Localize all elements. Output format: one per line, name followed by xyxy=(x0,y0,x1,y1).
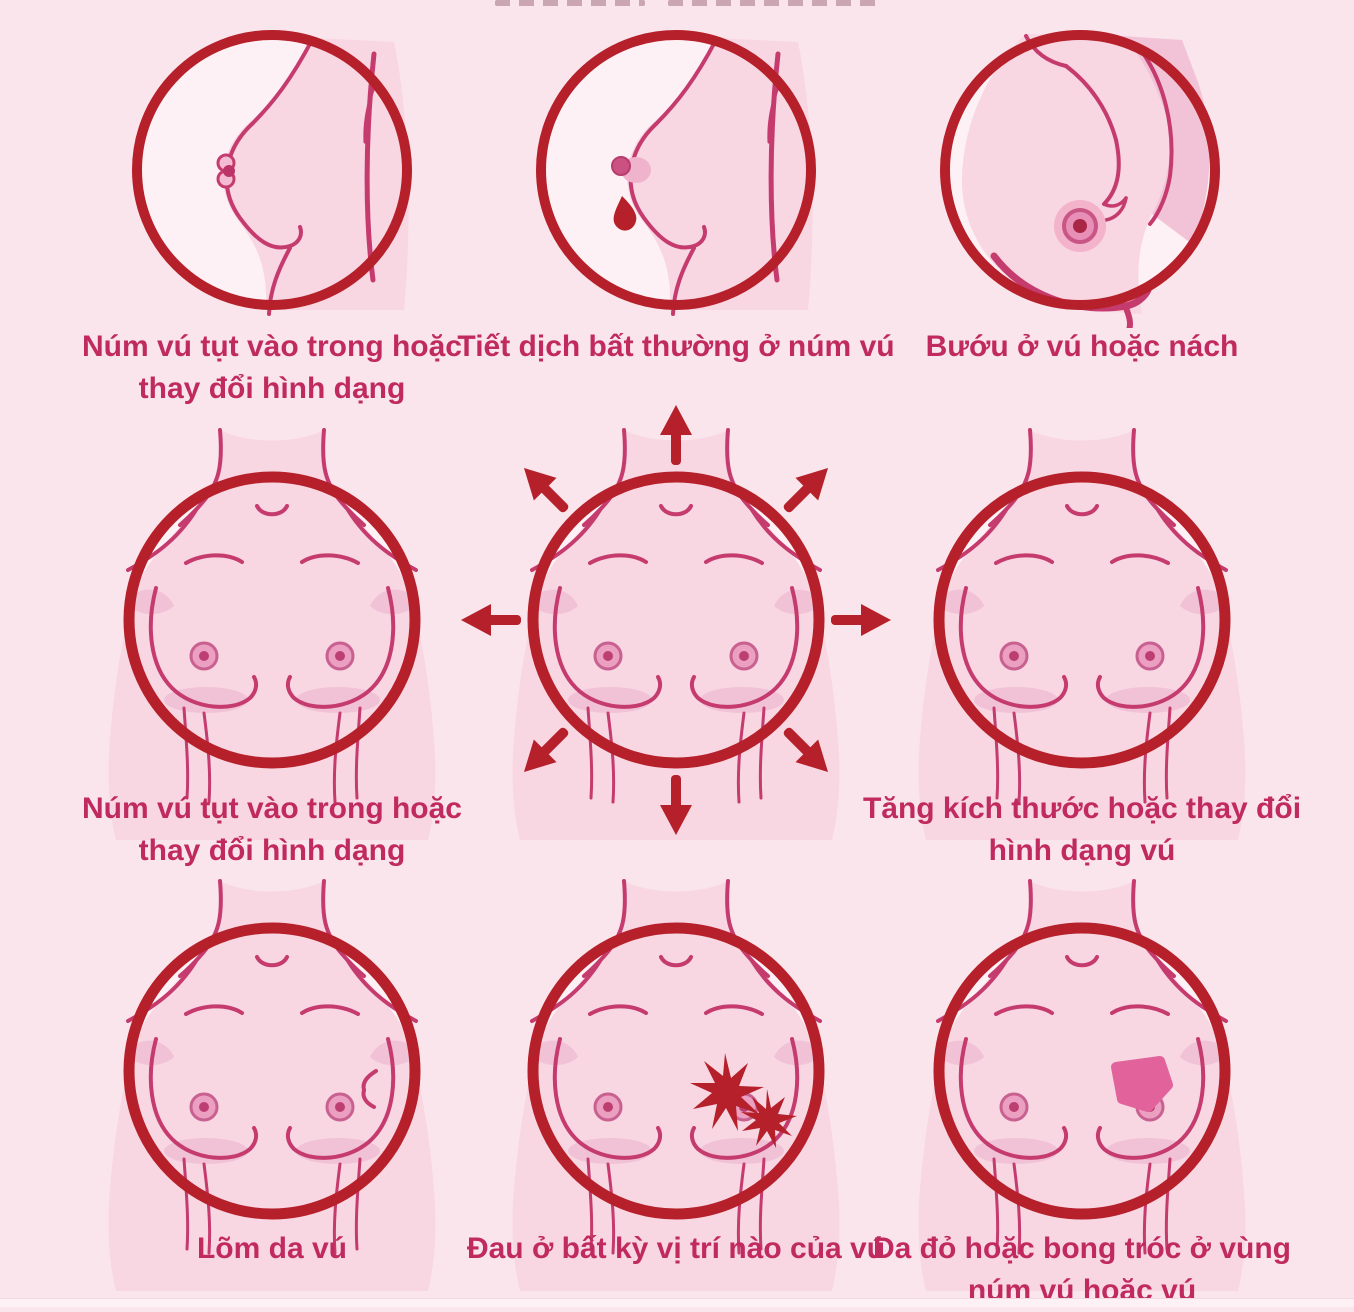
caption-line: hình dạng vú xyxy=(988,834,1176,867)
caption-skin-dimpling: Lõm da vú xyxy=(52,1228,492,1270)
caption-lump-breast-or-armpit: Bướu ở vú hoặc nách xyxy=(862,326,1302,368)
prominent-nipple-icon xyxy=(1054,200,1106,252)
caption-size-or-shape-change: Tăng kích thước hoặc thay đổi hình dạng … xyxy=(862,788,1302,872)
discharge-drop-icon xyxy=(613,196,637,231)
discharge-nipple-icon xyxy=(611,156,651,183)
caption-line: Bướu ở vú hoặc nách xyxy=(925,330,1239,363)
pain-starburst-icon xyxy=(690,1053,797,1148)
caption-nipple-inverted-side: Núm vú tụt vào trong hoặc thay đổi hình … xyxy=(52,326,492,410)
torso-front-radiating-arrows-illustration xyxy=(461,405,891,865)
caption-line: Đau ở bất kỳ vị trí nào của vú xyxy=(466,1232,886,1265)
caption-line: thay đổi hình dạng xyxy=(138,834,406,867)
torso-front-skin-dimple-illustration xyxy=(92,871,452,1291)
skin-dimple-icon xyxy=(361,1069,378,1109)
radiating-arrows-icon xyxy=(461,405,891,835)
torso-front-red-patch-illustration xyxy=(902,871,1262,1291)
caption-line: Lõm da vú xyxy=(196,1232,347,1265)
caption-line: Núm vú tụt vào trong hoặc xyxy=(81,792,462,825)
caption-nipple-discharge: Tiết dịch bất thường ở núm vú xyxy=(456,326,896,368)
torso-front-pain-starburst-illustration xyxy=(496,871,856,1291)
torso-front-inverted-nipple-illustration xyxy=(92,420,452,840)
caption-breast-pain: Đau ở bất kỳ vị trí nào của vú xyxy=(456,1228,896,1270)
caption-line: Da đỏ hoặc bong tróc ở vùng xyxy=(873,1232,1291,1265)
breast-armpit-lump-illustration xyxy=(940,30,1220,328)
cropped-title-fragment-right xyxy=(668,0,880,6)
caption-nipple-inverted-front: Núm vú tụt vào trong hoặc thay đổi hình … xyxy=(52,788,492,872)
caption-line: Tăng kích thước hoặc thay đổi xyxy=(862,792,1302,825)
breast-side-inverted-nipple-illustration xyxy=(122,18,422,328)
torso-front-enlarged-illustration xyxy=(902,420,1262,840)
cropped-title-fragment-left xyxy=(495,0,645,6)
inverted-nipple-icon xyxy=(216,153,236,189)
caption-line: Tiết dịch bất thường ở núm vú xyxy=(457,330,895,363)
red-skin-patch-icon xyxy=(1111,1056,1173,1112)
bottom-edge-strip xyxy=(0,1298,1354,1307)
caption-line: Núm vú tụt vào trong hoặc xyxy=(81,330,462,363)
caption-line: thay đổi hình dạng xyxy=(138,372,406,405)
breast-side-discharge-drop-illustration xyxy=(526,18,826,328)
